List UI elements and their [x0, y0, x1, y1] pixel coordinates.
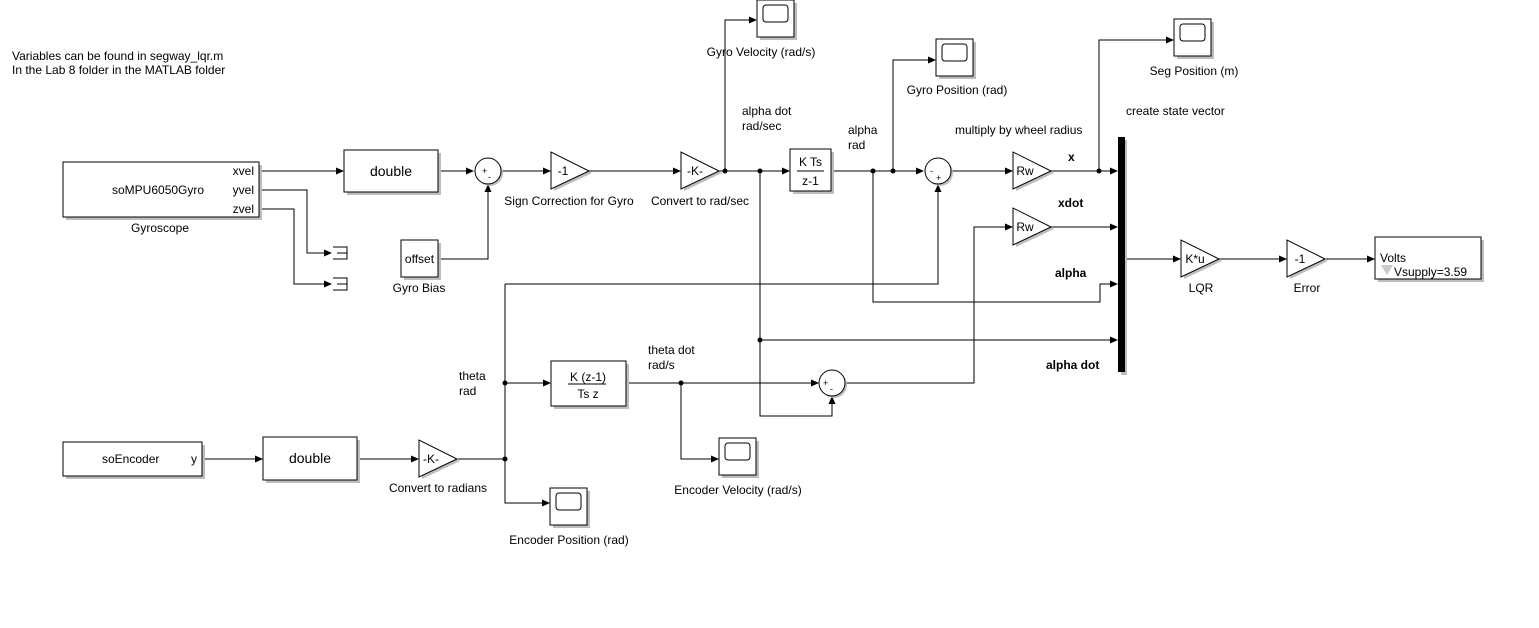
down-arrow-icon: [1381, 265, 1393, 275]
convert-radians-caption: Convert to radians: [389, 481, 487, 495]
mux-state-vector[interactable]: [1118, 137, 1127, 375]
sum-block-3[interactable]: + -: [818, 369, 847, 398]
model-note-line-1: Variables can be found in segway_lqr.m: [12, 49, 224, 63]
lqr-gain[interactable]: K*u: [1180, 239, 1222, 279]
error-label: -1: [1295, 252, 1306, 266]
sum3-sign-bottom: -: [830, 384, 833, 394]
encoder-name: soEncoder: [102, 452, 159, 466]
signal-lines: [202, 16, 1375, 507]
derivative-denominator: Ts z: [577, 387, 598, 401]
multiply-wheel-radius-label: multiply by wheel radius: [955, 123, 1082, 137]
terminator-zvel[interactable]: [333, 277, 348, 291]
gyro-position-caption: Gyro Position (rad): [907, 83, 1008, 97]
signal-theta-line1: theta: [459, 369, 486, 383]
sum3-sign-left: +: [823, 378, 828, 388]
wheel-radius-gain-bottom[interactable]: Rw: [1012, 207, 1054, 247]
state-xdot-label: xdot: [1058, 196, 1083, 210]
volts-output-block[interactable]: Volts Vsupply=3.59: [1374, 236, 1484, 282]
gyroscope-block[interactable]: soMPU6050Gyro xvel yvel zvel: [62, 161, 262, 220]
sum-block-1[interactable]: + -: [474, 157, 503, 186]
port-xvel: xvel: [233, 164, 254, 178]
convert-rad-sec-gain[interactable]: -K-: [680, 151, 722, 191]
double-gyro-label: double: [370, 163, 412, 179]
gyro-bias-block[interactable]: offset: [400, 239, 441, 280]
encoder-block[interactable]: soEncoder y: [62, 441, 205, 479]
gyro-position-scope[interactable]: [935, 38, 976, 79]
sum1-sign-left: +: [482, 166, 487, 176]
sum1-sign-bottom: -: [488, 172, 491, 182]
sign-correction-label: -1: [558, 164, 569, 178]
seg-position-caption: Seg Position (m): [1150, 64, 1239, 78]
lqr-caption: LQR: [1189, 281, 1214, 295]
signal-alpha-dot-line2: rad/sec: [742, 119, 781, 133]
integrator-numerator: K Ts: [799, 155, 822, 169]
encoder-position-caption: Encoder Position (rad): [509, 533, 628, 547]
encoder-port-y: y: [191, 452, 197, 466]
state-alpha-label: alpha: [1055, 266, 1087, 280]
volts-label: Volts: [1380, 251, 1406, 265]
double-gyro-block[interactable]: double: [343, 149, 441, 195]
convert-radians-gain[interactable]: -K-: [418, 439, 460, 479]
gyroscope-name: soMPU6050Gyro: [112, 183, 204, 197]
error-gain[interactable]: -1: [1286, 239, 1328, 279]
gyro-velocity-caption: Gyro Velocity (rad/s): [707, 45, 816, 59]
state-alpha-dot-label: alpha dot: [1046, 358, 1099, 372]
signal-theta-dot-line2: rad/s: [648, 358, 675, 372]
error-caption: Error: [1294, 281, 1321, 295]
signal-theta-dot-line1: theta dot: [648, 343, 695, 357]
convert-radians-label: -K-: [423, 452, 439, 466]
model-note: Variables can be found in segway_lqr.m I…: [12, 49, 225, 77]
convert-rad-sec-caption: Convert to rad/sec: [651, 194, 749, 208]
encoder-velocity-caption: Encoder Velocity (rad/s): [674, 483, 801, 497]
terminator-yvel[interactable]: [333, 246, 348, 260]
state-x-label: x: [1068, 150, 1075, 164]
gyro-bias-caption: Gyro Bias: [393, 281, 446, 295]
double-encoder-label: double: [289, 450, 331, 466]
signal-alpha-dot-line1: alpha dot: [742, 104, 792, 118]
rw-top-label: Rw: [1016, 164, 1034, 178]
sign-correction-gain[interactable]: -1: [550, 151, 592, 191]
sum2-sign-bottom: +: [936, 173, 941, 183]
integrator-denominator: z-1: [802, 174, 819, 188]
signal-alpha-line1: alpha: [848, 123, 878, 137]
model-note-line-2: In the Lab 8 folder in the MATLAB folder: [12, 63, 226, 77]
port-zvel: zvel: [233, 202, 254, 216]
lqr-label: K*u: [1185, 252, 1204, 266]
gyroscope-caption: Gyroscope: [131, 221, 189, 235]
discrete-integrator-block[interactable]: K Ts z-1: [789, 148, 834, 194]
sign-correction-caption: Sign Correction for Gyro: [504, 194, 634, 208]
vsupply-label: Vsupply=3.59: [1394, 265, 1467, 279]
create-state-vector-label: create state vector: [1126, 104, 1225, 118]
sum-block-2[interactable]: - +: [924, 157, 953, 186]
rw-bottom-label: Rw: [1016, 220, 1034, 234]
seg-position-scope[interactable]: [1173, 18, 1214, 59]
signal-alpha-line2: rad: [848, 138, 865, 152]
discrete-derivative-block[interactable]: K (z-1) Ts z: [550, 360, 629, 409]
derivative-numerator: K (z-1): [570, 370, 606, 384]
encoder-velocity-scope[interactable]: [718, 437, 759, 478]
gyro-velocity-scope[interactable]: [756, 0, 797, 40]
wheel-radius-gain-top[interactable]: Rw: [1012, 151, 1054, 191]
sum2-sign-left: -: [930, 166, 933, 176]
encoder-position-scope[interactable]: [549, 487, 590, 528]
convert-rad-sec-label: -K-: [687, 164, 703, 178]
port-yvel: yvel: [233, 183, 254, 197]
gyro-bias-label: offset: [405, 252, 435, 266]
double-encoder-block[interactable]: double: [262, 436, 360, 483]
signal-theta-line2: rad: [459, 384, 476, 398]
junction-dots: [502, 168, 1102, 462]
